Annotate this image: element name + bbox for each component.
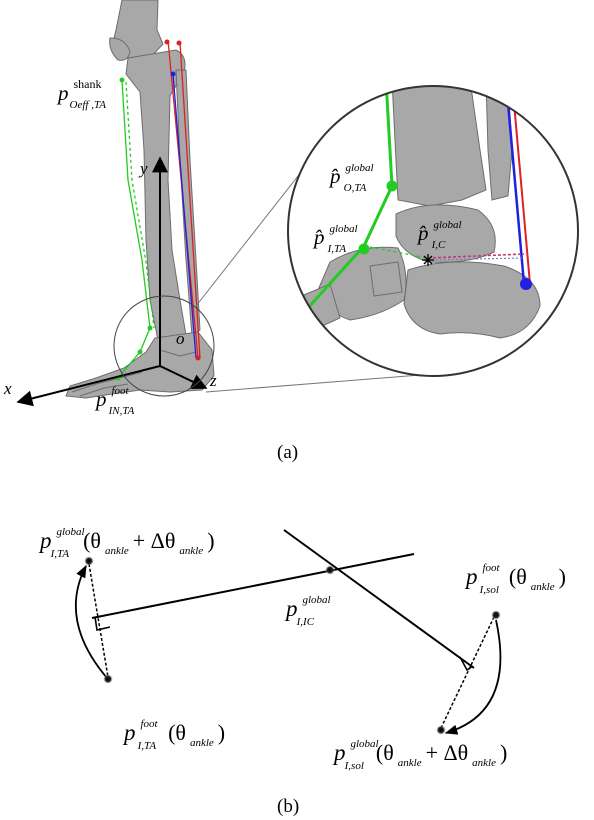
- curved-arrow-sol: [444, 619, 502, 735]
- z-axis-label: z: [209, 371, 217, 390]
- panel-b-label: (b): [277, 796, 299, 817]
- zoom-ta-muscle: [304, 86, 394, 312]
- x-axis-arrow: [16, 365, 161, 407]
- leg-skeleton: [65, 0, 215, 399]
- zoom-fibula: [485, 86, 513, 201]
- point-sol-global: [436, 725, 446, 735]
- leg-marker-points: [115, 39, 201, 381]
- label-p-i-ta-global-shifted: p global I,TA (θ ankle + Δθ ankle ): [38, 522, 215, 561]
- zoom-point-sol: [520, 278, 532, 290]
- ta-muscle-line-2: [125, 81, 155, 329]
- label-p-i-ic-global: p global I,IC: [284, 590, 335, 628]
- z-axis-arrow: [159, 365, 208, 390]
- panel-a: y z x o p shank Oeff ,TA p foot IN,TA: [3, 0, 579, 463]
- point-ic: [325, 565, 335, 575]
- sol-blue-line: [172, 73, 197, 359]
- curved-arrow-ta: [74, 564, 108, 679]
- ta-muscle-line: [117, 79, 151, 379]
- patella-bone: [109, 37, 131, 61]
- panel-b: [74, 529, 502, 735]
- label-p-i-sol-foot: p foot I,sol (θ ankle ): [464, 558, 566, 597]
- label-p-in-ta: p foot IN,TA: [94, 381, 135, 417]
- label-p-hat-i-ta: p̂ global I,TA: [312, 219, 362, 255]
- point-ta-foot: [103, 674, 113, 684]
- dashed-sol: [440, 616, 495, 729]
- coordinate-axes: [16, 156, 208, 407]
- label-p-hat-o-ta: p̂ global O,TA: [328, 158, 378, 194]
- zoom-point-ic-star: [422, 254, 434, 266]
- dashed-ta: [88, 563, 109, 678]
- right-angle-ta: [94, 616, 111, 631]
- label-p-hat-i-c: p̂ global I,C: [416, 215, 466, 251]
- zoom-connector-bottom: [205, 374, 421, 393]
- zoom-calcaneus: [403, 261, 541, 339]
- origin-label: o: [176, 329, 185, 348]
- ankle-detail-circle: [113, 295, 215, 397]
- zoom-talus: [395, 204, 496, 263]
- panel-a-label: (a): [277, 442, 298, 463]
- zoom-point-i-ta: [358, 243, 370, 255]
- label-p-i-sol-global-shifted: p global I,sol (θ ankle + Δθ ankle ): [332, 734, 507, 773]
- point-ta-global: [84, 556, 94, 566]
- right-angle-sol: [459, 656, 474, 672]
- zoom-tibia: [391, 86, 487, 207]
- ankle-zoom-view: p̂ global O,TA p̂ global I,TA p̂ global …: [287, 85, 579, 377]
- line-ta-to-ic: [91, 553, 415, 619]
- zoom-ic-dotted: [427, 253, 525, 259]
- y-axis-label: y: [138, 159, 148, 178]
- label-p-oeff-ta: p shank Oeff ,TA: [56, 75, 106, 111]
- point-sol-foot: [491, 610, 501, 620]
- panel-b-points: [84, 556, 501, 735]
- label-p-i-ta-foot: p foot I,TA (θ ankle ): [122, 714, 225, 753]
- zoom-sol-blue: [504, 86, 526, 285]
- zoom-sol-red: [511, 86, 531, 285]
- x-axis-label: x: [3, 379, 12, 398]
- zoom-point-o-ta: [386, 180, 398, 192]
- zoom-circle-border: [287, 85, 579, 377]
- line-ic-to-sol: [283, 529, 475, 669]
